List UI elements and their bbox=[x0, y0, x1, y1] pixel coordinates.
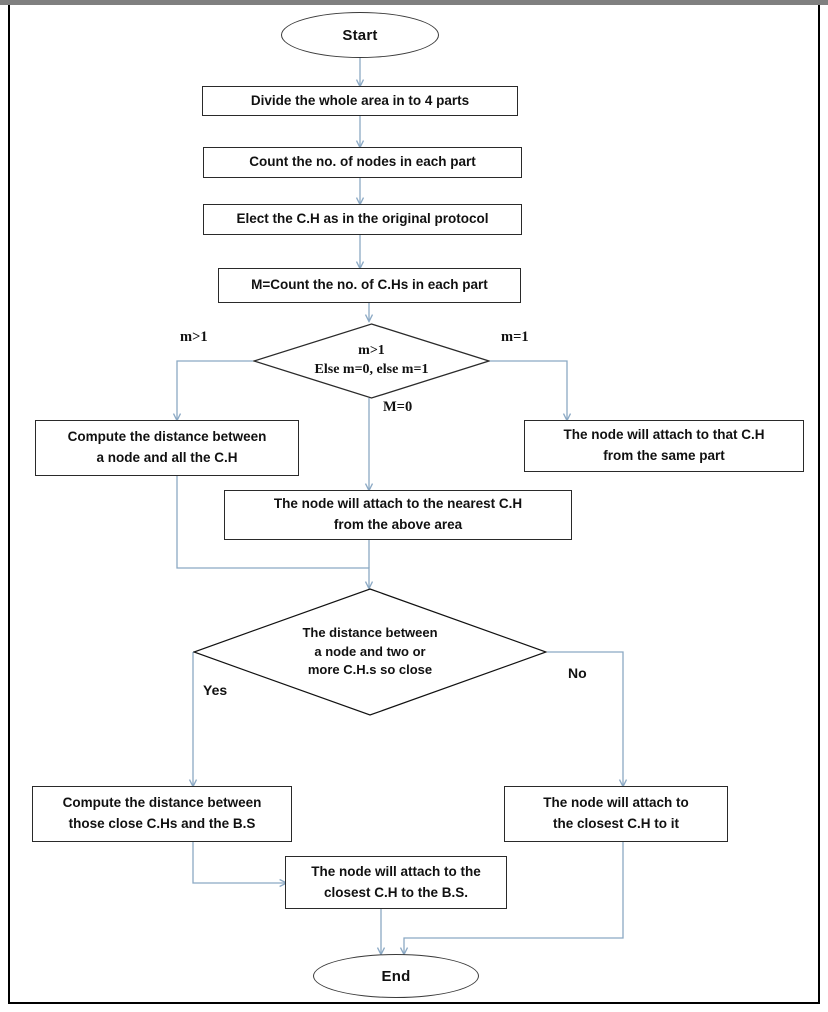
node-attach-same-part-line2: from the same part bbox=[603, 448, 725, 463]
node-decision-close[interactable]: The distance between a node and two or m… bbox=[193, 588, 547, 716]
figure-frame-top bbox=[0, 0, 828, 5]
node-compute-all-ch-line1: Compute the distance between bbox=[67, 429, 267, 445]
edge-decision-right-to-attach-same bbox=[490, 360, 567, 420]
edge-label-m-eq-0: M=0 bbox=[383, 399, 413, 415]
edge-label-m-eq-1: m=1 bbox=[501, 329, 529, 345]
node-count-nodes[interactable]: Count the no. of nodes in each part bbox=[203, 147, 522, 178]
node-attach-closest-ch-line1: The node will attach to bbox=[543, 795, 689, 811]
node-end-label: End bbox=[381, 967, 411, 985]
node-decision-m[interactable]: m>1 Else m=0, else m=1 bbox=[253, 323, 490, 399]
node-attach-nearest-above[interactable]: The node will attach to the nearest C.H … bbox=[224, 490, 572, 540]
node-end[interactable]: End bbox=[313, 954, 479, 998]
node-start[interactable]: Start bbox=[281, 12, 439, 58]
node-start-label: Start bbox=[342, 26, 378, 44]
node-count-chs[interactable]: M=Count the no. of C.Hs in each part bbox=[218, 268, 521, 303]
node-attach-closest-bs-line1: The node will attach to the bbox=[311, 863, 481, 879]
node-attach-nearest-above-line2: from the above area bbox=[333, 517, 463, 532]
edge-label-m-gt-1: m>1 bbox=[180, 329, 208, 345]
node-compute-close-bs-line1: Compute the distance between bbox=[62, 795, 262, 811]
node-elect-ch[interactable]: Elect the C.H as in the original protoco… bbox=[203, 204, 522, 235]
node-attach-closest-ch[interactable]: The node will attach to the closest C.H … bbox=[504, 786, 728, 842]
edge-label-no: No bbox=[568, 665, 587, 681]
node-divide-area[interactable]: Divide the whole area in to 4 parts bbox=[202, 86, 518, 116]
node-decision-m-line2: Else m=0, else m=1 bbox=[314, 362, 429, 377]
node-decision-m-line1: m>1 bbox=[358, 343, 385, 359]
node-attach-closest-bs-line2: closest C.H to the B.S. bbox=[323, 884, 469, 900]
node-decision-close-label: The distance between a node and two or m… bbox=[253, 624, 487, 681]
node-compute-close-bs-line2: those close C.Hs and the B.S bbox=[68, 816, 256, 831]
node-compute-close-bs[interactable]: Compute the distance between those close… bbox=[32, 786, 292, 842]
decision-diamond-shape-2 bbox=[193, 588, 547, 716]
node-decision-m-label: m>1 Else m=0, else m=1 bbox=[281, 342, 461, 380]
node-divide-area-label: Divide the whole area in to 4 parts bbox=[250, 92, 470, 108]
node-attach-nearest-above-line1: The node will attach to the nearest C.H bbox=[273, 496, 523, 512]
node-decision-close-line1: The distance between bbox=[302, 624, 438, 640]
decision-diamond-shape bbox=[253, 323, 490, 399]
node-attach-same-part-line1: The node will attach to that C.H bbox=[563, 427, 765, 443]
node-attach-closest-bs[interactable]: The node will attach to the closest C.H … bbox=[285, 856, 507, 909]
node-attach-same-part[interactable]: The node will attach to that C.H from th… bbox=[524, 420, 804, 472]
edge-compute-close-to-attach-bs bbox=[192, 842, 286, 883]
node-elect-ch-label: Elect the C.H as in the original protoco… bbox=[236, 211, 489, 227]
figure-frame-left bbox=[8, 5, 10, 1004]
node-decision-close-line3: more C.H.s so close bbox=[307, 662, 433, 678]
node-attach-closest-ch-line2: the closest C.H to it bbox=[552, 816, 679, 831]
node-decision-close-line2: a node and two or bbox=[314, 643, 426, 659]
edge-label-yes: Yes bbox=[203, 682, 228, 698]
figure-frame-right bbox=[818, 5, 820, 1004]
node-compute-all-ch-line2: a node and all the C.H bbox=[96, 450, 238, 465]
edge-decision-left-to-compute bbox=[177, 360, 253, 420]
node-count-nodes-label: Count the no. of nodes in each part bbox=[249, 154, 476, 170]
node-compute-all-ch[interactable]: Compute the distance between a node and … bbox=[35, 420, 299, 476]
figure-frame-bottom bbox=[8, 1002, 820, 1004]
node-count-chs-label: M=Count the no. of C.Hs in each part bbox=[251, 277, 488, 293]
